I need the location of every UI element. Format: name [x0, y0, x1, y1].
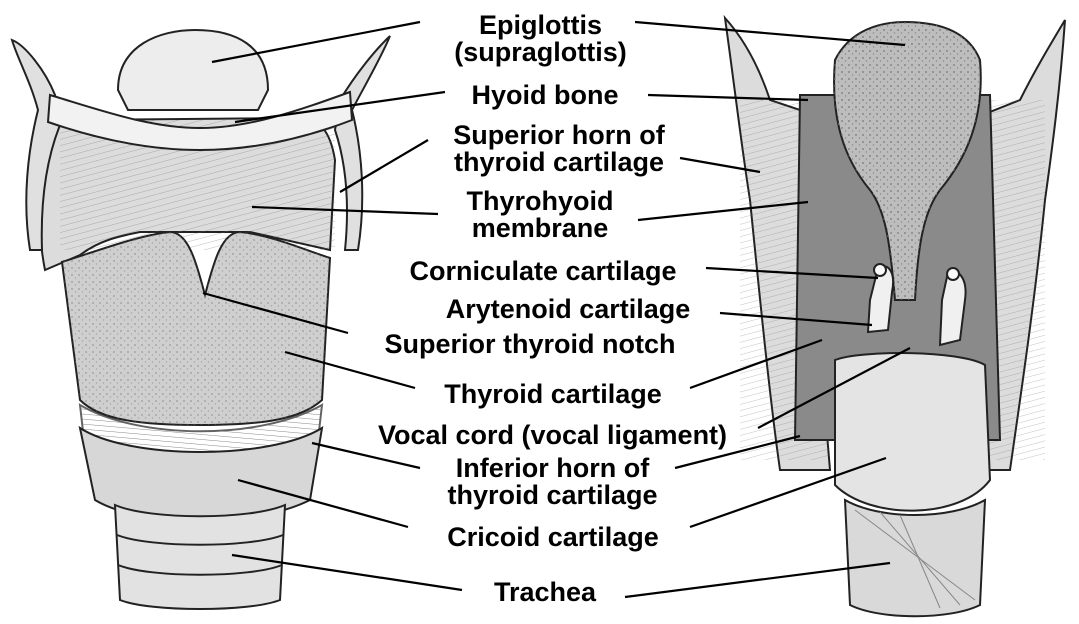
label-thyroid-cartilage-line1: Thyroid cartilage — [418, 381, 688, 408]
label-thyrohyoid-membrane-line2: membrane — [440, 215, 640, 242]
label-trachea-line1: Trachea — [470, 579, 620, 606]
label-thyroid-cartilage: Thyroid cartilage — [418, 381, 688, 408]
label-cricoid-cartilage-line1: Cricoid cartilage — [418, 524, 688, 551]
label-epiglottis-line2: (supraglottis) — [428, 39, 653, 66]
label-inferior-horn: Inferior horn of thyroid cartilage — [420, 455, 685, 509]
leader-hyoid-right — [648, 95, 808, 100]
left-trachea — [115, 505, 285, 609]
label-vocal-cord: Vocal cord (vocal ligament) — [340, 422, 765, 449]
label-trachea: Trachea — [470, 579, 620, 606]
label-hyoid-bone: Hyoid bone — [450, 82, 640, 109]
label-vocal-cord-line1: Vocal cord (vocal ligament) — [340, 422, 765, 449]
label-inferior-horn-line2: thyroid cartilage — [420, 482, 685, 509]
label-arytenoid-cartilage-line1: Arytenoid cartilage — [418, 296, 718, 323]
label-thyrohyoid-membrane: Thyrohyoid membrane — [440, 188, 640, 242]
label-superior-thyroid-notch-line1: Superior thyroid notch — [350, 331, 710, 358]
right-cricoid-cartilage — [835, 353, 990, 511]
label-superior-horn-line2: thyroid cartilage — [428, 149, 690, 176]
left-superior-horn-r — [335, 36, 390, 250]
label-cricoid-cartilage: Cricoid cartilage — [418, 524, 688, 551]
label-hyoid-bone-line1: Hyoid bone — [450, 82, 640, 109]
label-inferior-horn-line1: Inferior horn of — [420, 455, 685, 482]
label-arytenoid-cartilage: Arytenoid cartilage — [418, 296, 718, 323]
anterior-view — [12, 30, 390, 609]
left-epiglottis — [118, 30, 268, 110]
label-superior-thyroid-notch: Superior thyroid notch — [350, 331, 710, 358]
label-superior-horn-line1: Superior horn of — [428, 122, 690, 149]
label-corniculate-cartilage: Corniculate cartilage — [378, 258, 708, 285]
label-superior-horn: Superior horn of thyroid cartilage — [428, 122, 690, 176]
label-epiglottis: Epiglottis (supraglottis) — [428, 12, 653, 66]
right-corniculate-r — [947, 268, 959, 280]
right-trachea — [845, 500, 985, 616]
label-corniculate-cartilage-line1: Corniculate cartilage — [378, 258, 708, 285]
right-corniculate-l — [874, 264, 886, 276]
label-thyrohyoid-membrane-line1: Thyrohyoid — [440, 188, 640, 215]
label-epiglottis-line1: Epiglottis — [428, 12, 653, 39]
